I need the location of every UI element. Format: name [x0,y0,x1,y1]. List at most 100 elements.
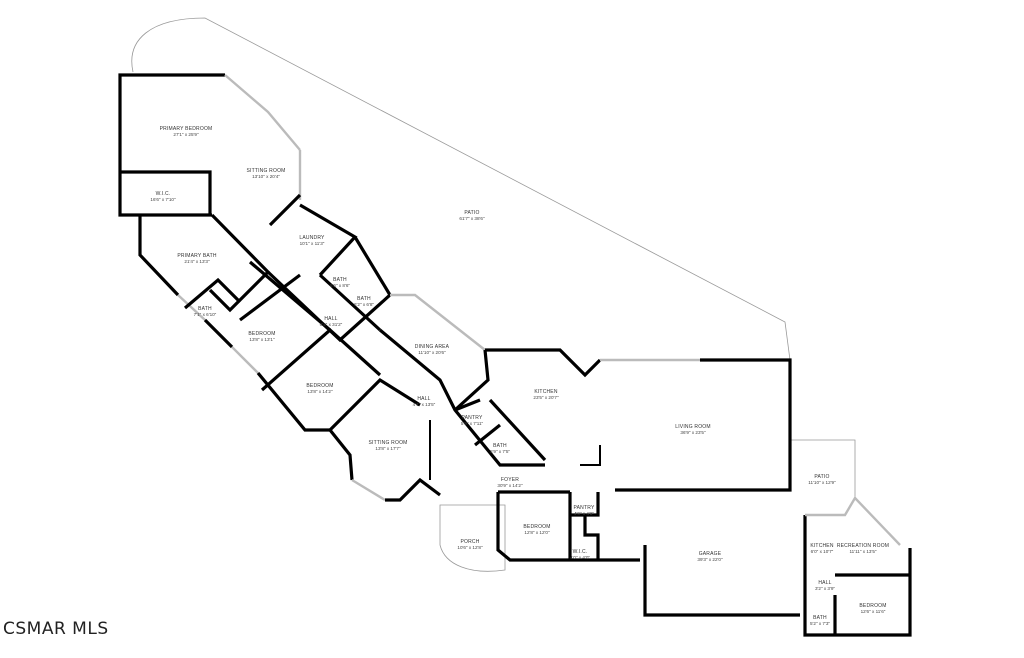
room-label: W.I.C.16'6" x 7'10" [150,191,176,202]
room-name: BATH [198,306,212,312]
room-dimensions: 11'10" x 20'6" [418,350,446,355]
room-name: PORCH [460,539,479,545]
room-dimensions: 6'4" x 31'2" [320,322,343,327]
room-name: HALL [417,396,430,402]
room-name: BATH [493,443,507,449]
room-name: RECREATION ROOM [837,543,889,549]
room-name: KITCHEN [810,543,834,549]
room-name: BEDROOM [306,383,333,389]
room-name: HALL [818,580,831,586]
room-dimensions: 5'9" x 7'5" [490,449,510,454]
room-name: BATH [357,296,371,302]
room-dimensions: 4'1" x 13'5" [413,402,436,407]
porch-outline [439,504,506,572]
room-dimensions: 4'0" x 4'8" [574,511,594,516]
room-name: LIVING ROOM [675,424,711,430]
room-dimensions: 5'9" x 7'11" [461,421,484,426]
room-name: PANTRY [461,415,482,421]
room-name: SITTING ROOM [368,440,407,446]
room-dimensions: 10'6" x 12'8" [457,545,483,550]
room-name: FOYER [501,477,519,483]
room-name: BATH [333,277,347,283]
room-name: PANTRY [573,505,594,511]
mls-logo: CSMAR MLS [3,619,109,639]
room-name: PATIO [814,474,829,480]
room-dimensions: 5'2" x 7'3" [810,621,830,626]
room-dimensions: 16'6" x 7'10" [150,197,176,202]
patio-small-outline [790,439,856,498]
room-dimensions: 13'10" x 20'4" [252,174,280,179]
room-name: PRIMARY BEDROOM [160,126,213,132]
room-name: SITTING ROOM [246,168,285,174]
room-name: GARAGE [699,551,722,557]
room-dimensions: 13'8" x 14'2" [307,389,333,394]
room-name: BEDROOM [523,524,550,530]
room-name: BEDROOM [248,331,275,337]
room-dimensions: 10'1" x 11'3" [300,241,325,246]
room-dimensions: 30'9" x 14'2" [497,483,523,488]
room-dimensions: 12'6" x 11'6" [861,609,886,614]
room-dimensions: 13'8" x 17'7" [375,446,401,451]
room-name: W.I.C. [573,549,588,555]
walls [118,73,912,637]
room-dimensions: 11'10" x 12'9" [808,480,836,485]
room-dimensions: 36'9" x 23'5" [680,430,706,435]
room-dimensions: 21'4" x 13'3" [184,259,210,264]
room-name: W.I.C. [156,191,171,197]
patio-outline [131,17,791,361]
room-dimensions: 11'11" x 13'5" [849,549,876,554]
room-name: DINING AREA [415,344,450,350]
room-dimensions: 27'1" x 25'9" [173,132,199,137]
room-dimensions: 7'1" x 6'10" [194,312,217,317]
room-name: PATIO [464,210,479,216]
room-name: PRIMARY BATH [177,253,217,259]
room-label: W.I.C.4'0" x 4'0" [570,549,590,560]
room-name: BATH [813,615,827,621]
room-dimensions: 6'2" x 6'8" [354,302,374,307]
room-dimensions: 8'6" x 8'6" [330,283,350,288]
room-dimensions: 4'0" x 4'0" [570,555,590,560]
room-dimensions: 61'7" x 38'6" [459,216,485,221]
room-dimensions: 6'0" x 10'7" [811,549,834,554]
room-name: LAUNDRY [299,235,325,241]
room-dimensions: 3'2" x 3'9" [815,586,835,591]
room-dimensions: 23'5" x 20'7" [533,395,559,400]
room-dimensions: 13'8" x 13'1" [249,337,275,342]
room-name: BEDROOM [859,603,886,609]
room-dimensions: 12'8" x 12'0" [524,530,550,535]
room-name: HALL [324,316,337,322]
room-name: KITCHEN [534,389,558,395]
room-dimensions: 39'3" x 22'0" [697,557,723,562]
